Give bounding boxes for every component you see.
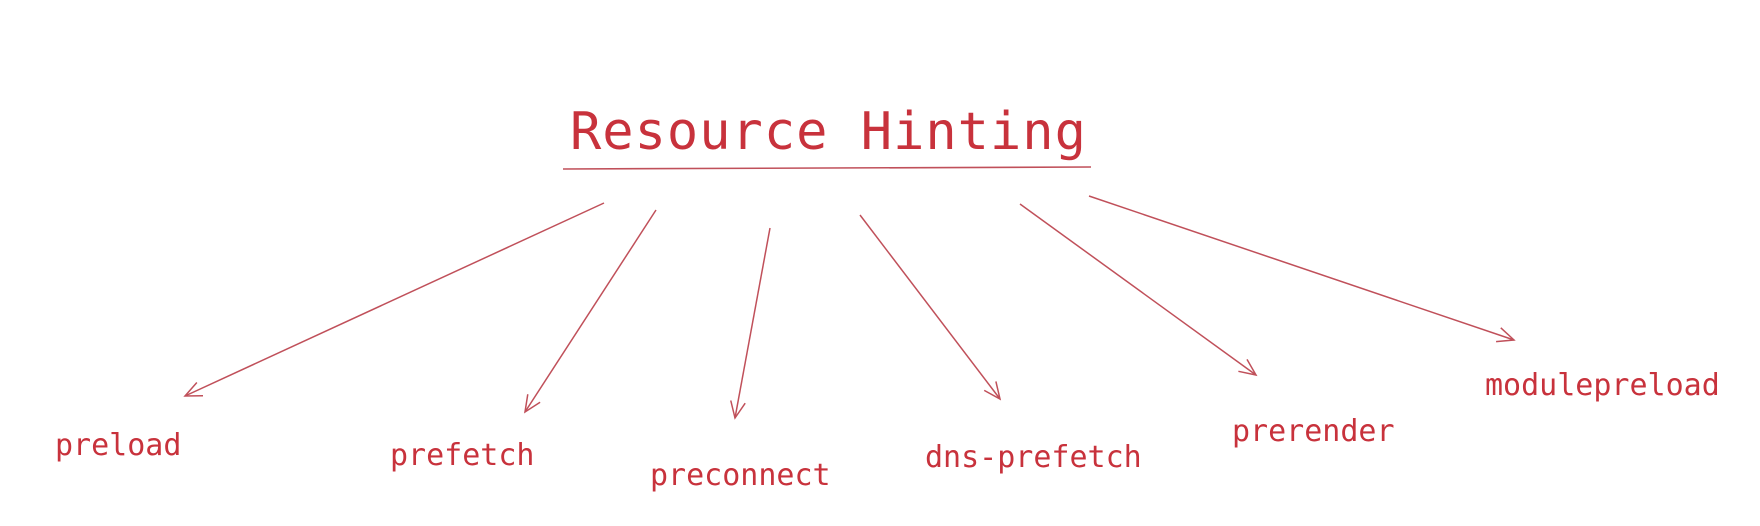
node-modulepreload: modulepreload: [1485, 368, 1720, 403]
arrow-to-preconnect: [730, 227, 771, 420]
node-preconnect: preconnect: [650, 458, 831, 493]
arrow-shaft: [859, 214, 1001, 400]
arrow-shaft: [734, 227, 771, 419]
arrow-head: [1496, 327, 1516, 343]
arrow-shaft: [184, 202, 605, 397]
arrow-head: [183, 381, 204, 397]
arrow-to-prefetch: [523, 209, 657, 414]
arrow-to-preload: [183, 202, 605, 397]
arrow-shaft: [1088, 195, 1515, 341]
arrow-head: [983, 381, 1002, 401]
arrow-head: [1238, 359, 1258, 377]
arrow-shaft: [1019, 203, 1257, 376]
node-prerender: prerender: [1232, 414, 1395, 449]
title-underline: [562, 166, 1092, 170]
arrow-head: [523, 394, 541, 414]
arrow-head: [730, 400, 746, 420]
diagram-title: Resource Hinting: [570, 102, 1087, 162]
arrow-to-prerender: [1019, 203, 1258, 377]
node-prefetch: prefetch: [390, 438, 535, 473]
arrow-shaft: [524, 209, 657, 413]
node-dns-prefetch: dns-prefetch: [925, 440, 1142, 475]
arrow-to-modulepreload: [1088, 195, 1516, 343]
arrow-to-dns-prefetch: [859, 214, 1002, 401]
node-preload: preload: [55, 428, 182, 463]
